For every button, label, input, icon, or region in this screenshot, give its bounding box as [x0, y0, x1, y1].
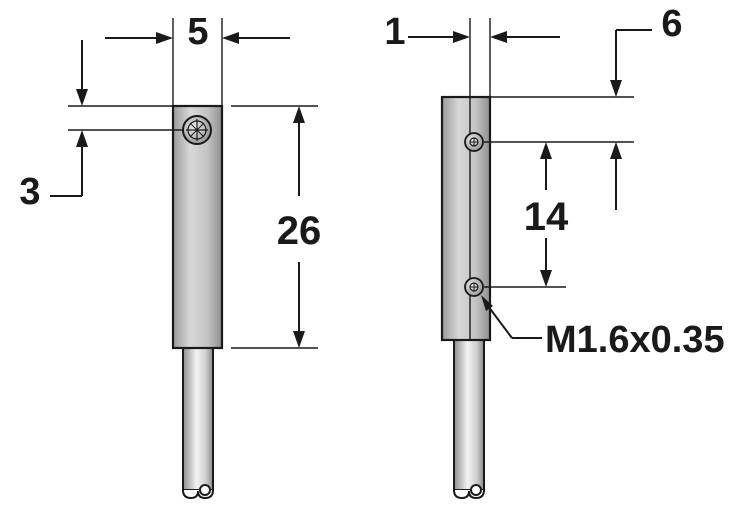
front-sensor-body — [171, 104, 224, 350]
dim-label-body-width: 5 — [187, 11, 208, 53]
dim-side-thickness: 1 — [384, 11, 560, 53]
sensing-face-icon — [182, 115, 212, 145]
side-sensor-body — [440, 95, 492, 342]
dim-label-mount-height: 3 — [19, 171, 40, 213]
dim-label-side-thickness: 1 — [384, 11, 405, 53]
dim-body-length: 26 — [231, 105, 322, 349]
dim-hole-offset: 6 — [484, 3, 683, 210]
thread-callout: M1.6x0.35 — [481, 295, 725, 361]
dim-label-hole-spacing: 14 — [524, 195, 569, 239]
side-view: 1 6 14 M1.6x0.35 — [384, 3, 725, 500]
front-view: 5 3 26 — [19, 11, 322, 500]
thread-label: M1.6x0.35 — [545, 319, 725, 361]
mounting-hole-top-icon — [464, 132, 484, 152]
dim-label-hole-offset: 6 — [661, 3, 682, 45]
side-cable — [453, 339, 485, 500]
dim-hole-spacing: 14 — [484, 142, 569, 288]
mounting-hole-bottom-icon — [464, 277, 484, 297]
dim-label-body-length: 26 — [277, 209, 322, 253]
front-cable — [182, 347, 214, 500]
dim-mount-height: 3 — [19, 40, 183, 213]
dim-body-width: 5 — [105, 11, 290, 106]
